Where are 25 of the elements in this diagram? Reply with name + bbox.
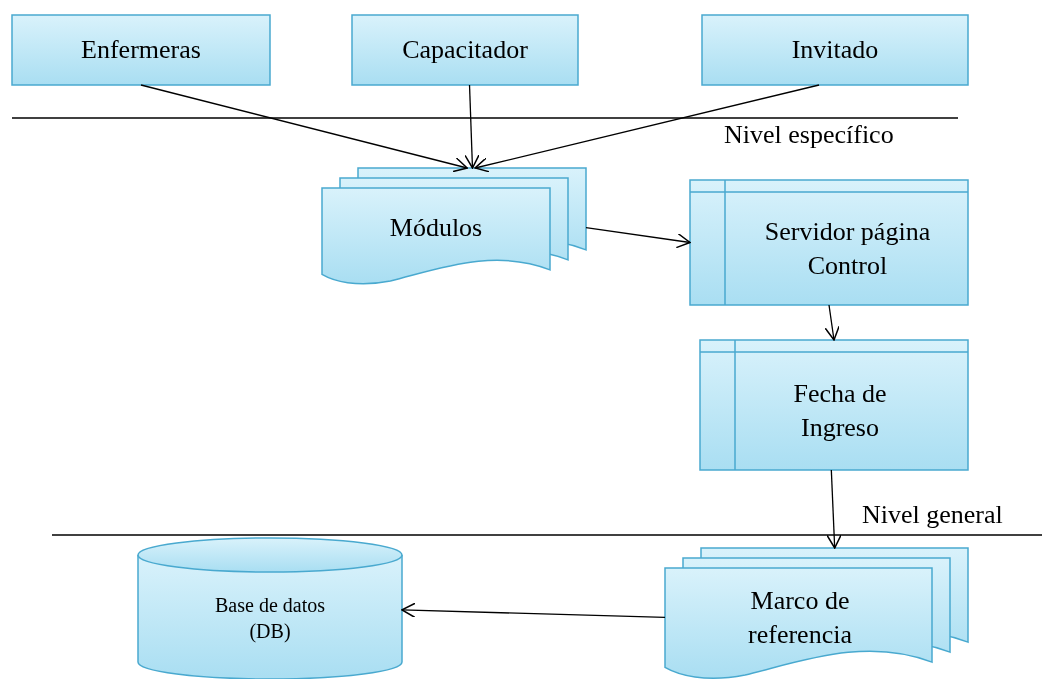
level-label: Nivel específico — [724, 120, 894, 150]
document-stack — [665, 548, 968, 679]
node-label: Capacitador — [402, 34, 528, 67]
arrow — [585, 227, 691, 249]
arrow — [140, 84, 468, 173]
node-label: Enfermeras — [81, 34, 201, 67]
node-label: Marco de referencia — [747, 584, 853, 651]
arrow — [824, 304, 840, 341]
node-label: Invitado — [791, 34, 879, 67]
node-label: Fecha de Ingreso — [792, 378, 888, 444]
predefined-process-box — [700, 340, 968, 470]
predefined-process-box — [690, 180, 968, 305]
process-box — [352, 15, 578, 85]
database-cylinder — [138, 538, 402, 679]
node-label: Servidor página Control — [763, 215, 932, 282]
node-label: Módulos — [389, 212, 483, 245]
node-label: Base de datos (DB) — [214, 593, 326, 644]
process-box — [702, 15, 968, 85]
level-label: Nivel general — [862, 500, 1003, 530]
arrow — [826, 469, 842, 549]
arrow — [474, 84, 820, 173]
arrow — [464, 84, 480, 169]
process-box — [12, 15, 270, 85]
document-stack — [322, 168, 586, 285]
arrow — [401, 602, 666, 619]
